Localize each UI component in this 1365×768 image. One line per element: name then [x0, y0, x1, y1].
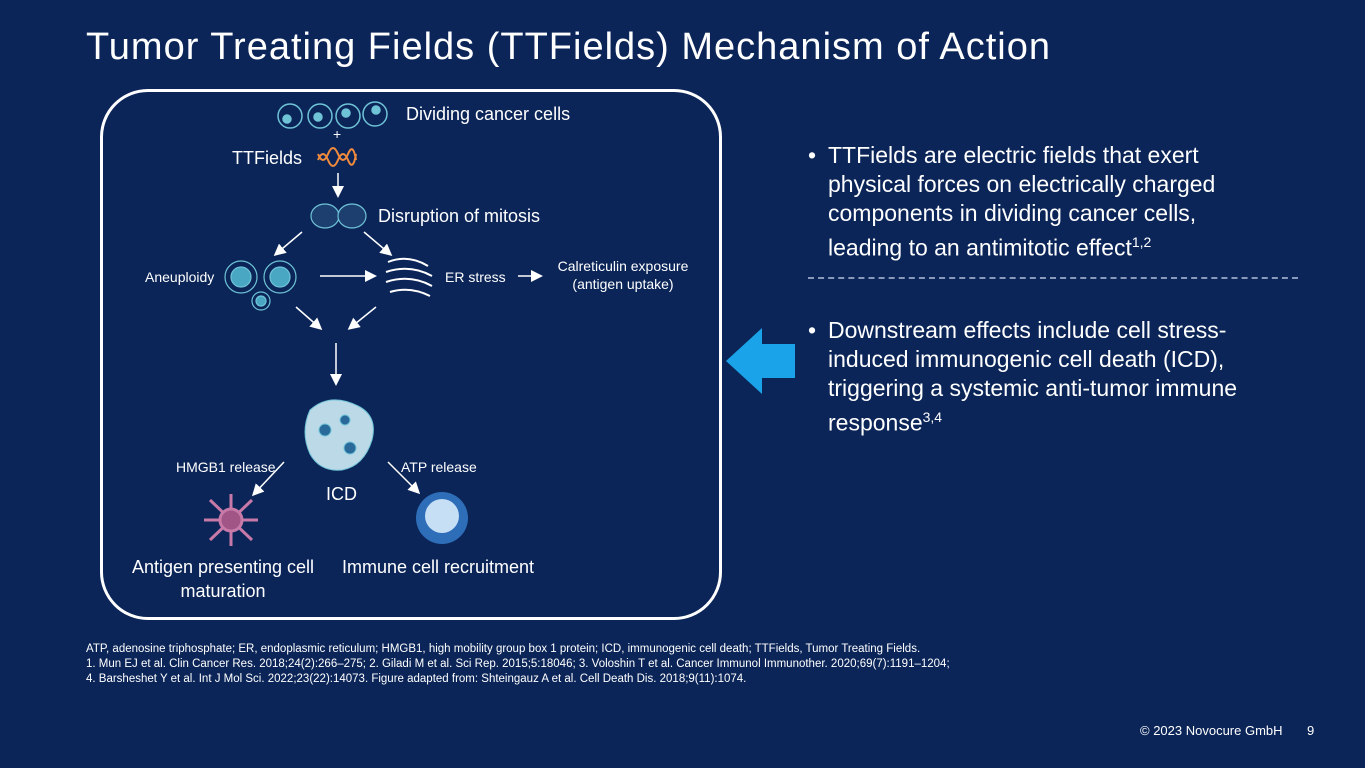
label-er-stress: ER stress — [445, 269, 506, 285]
label-plus: + — [333, 126, 342, 142]
bullet-1-line: components in dividing cancer cells, — [828, 200, 1197, 226]
bullet-2-line: response — [828, 409, 923, 436]
label-ttfields: TTFields — [232, 148, 303, 168]
label-dividing-cancer-cells: Dividing cancer cells — [406, 104, 571, 124]
bullet-2-line: Downstream effects include cell stress- — [828, 317, 1227, 343]
label-atp-release: ATP release — [401, 459, 477, 475]
label-immune-cell-recruitment: Immune cell recruitment — [342, 557, 535, 577]
antigen-presenting-cell-icon — [204, 494, 258, 546]
label-icd: ICD — [326, 484, 357, 504]
label-calreticulin: Calreticulin exposure — [557, 258, 689, 274]
page-number: 9 — [1307, 723, 1315, 738]
bullet-1: • TTFields are electric fields that exer… — [808, 141, 1308, 263]
bullet-2-line: triggering a systemic anti-tumor immune — [828, 375, 1238, 401]
dividing-cells-icon — [277, 101, 388, 129]
label-apc-line1: Antigen presenting cell — [131, 557, 315, 577]
er-icon — [385, 257, 433, 297]
label-apc-line2: maturation — [180, 581, 266, 601]
label-antigen-uptake: (antigen uptake) — [572, 276, 674, 292]
icd-cell-icon — [304, 399, 374, 471]
dashed-divider — [808, 277, 1298, 279]
bullet-2: • Downstream effects include cell stress… — [808, 316, 1308, 438]
left-arrow-icon — [726, 328, 795, 394]
bullet-1-line: TTFields are electric fields that exert — [828, 142, 1199, 168]
immune-cell-icon — [416, 492, 468, 544]
label-disruption-of-mitosis: Disruption of mitosis — [378, 206, 541, 226]
aneuploidy-cells-icon — [224, 260, 297, 311]
bullet-1-line: leading to an antimitotic effect — [828, 234, 1132, 261]
bullet-dot: • — [808, 142, 817, 168]
footnote-references: 1. Mun EJ et al. Clin Cancer Res. 2018;2… — [86, 658, 950, 670]
wave-icon — [317, 147, 357, 167]
slide-title: Tumor Treating Fields (TTFields) Mechani… — [86, 26, 1051, 68]
label-aneuploidy: Aneuploidy — [145, 269, 215, 285]
footnote-abbreviations: ATP, adenosine triphosphate; ER, endopla… — [86, 643, 921, 655]
bullet-1-line: physical forces on electrically charged — [828, 171, 1216, 197]
label-hmgb1-release: HMGB1 release — [176, 459, 276, 475]
citation-superscript: 3,4 — [922, 409, 943, 425]
bullet-2-line: induced immunogenic cell death (ICD), — [828, 346, 1225, 372]
footnote-references: 4. Barsheshet Y et al. Int J Mol Sci. 20… — [86, 673, 747, 685]
mechanism-diagram-panel — [100, 89, 722, 620]
citation-superscript: 1,2 — [1131, 234, 1152, 250]
bullet-dot: • — [808, 317, 817, 343]
mitosis-cell-icon — [310, 203, 367, 229]
copyright: © 2023 Novocure GmbH — [1140, 723, 1283, 738]
